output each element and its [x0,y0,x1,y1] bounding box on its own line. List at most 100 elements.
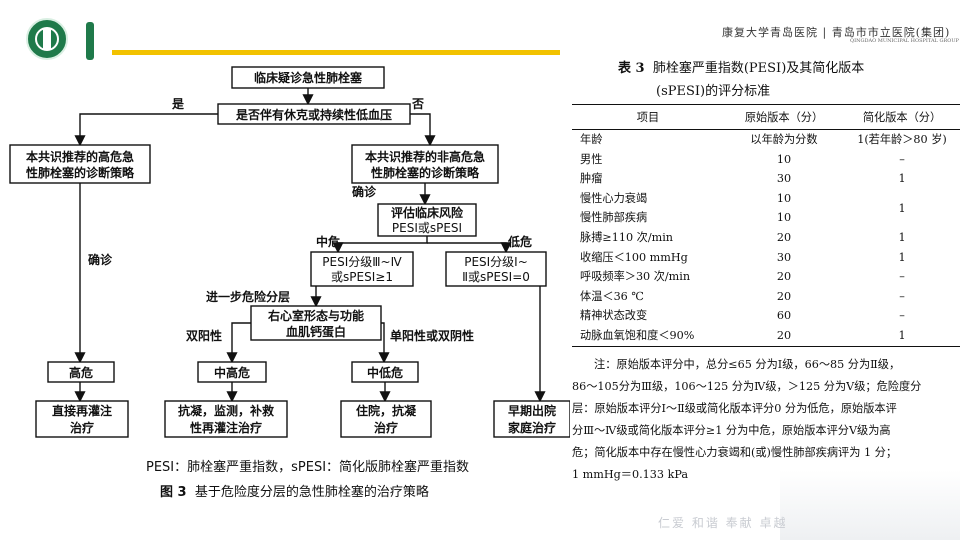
nonhigh-strategy-line2: 性肺栓塞的诊断策略 [370,165,480,180]
table-cell: 1 [898,201,906,215]
note-line: 注：原始版本评分中，总分≤65 分为Ⅰ级，66～85 分为Ⅱ级， [594,358,901,371]
mid-low-risk-label: 中低危 [367,365,403,380]
confirm-label: 确诊 [352,184,377,199]
table-row: 呼吸频率＞30 次/min 20 – [572,267,960,287]
table-header-row: 项目 原始版本（分） 简化版本（分） [572,104,960,130]
note-line: 危；简化版本中存在慢性心力衰竭和(或)慢性肺部疾病评为 1 分； [572,446,898,459]
table-cell: 60 [776,309,792,323]
table-label: 表 3 [618,61,645,76]
node-nonhigh-risk-strategy [351,144,499,184]
rv-line1: 右心室形态与功能 [267,308,364,323]
nonhigh-strategy-line1: 本共识推荐的非高危急 [365,149,485,164]
note-line: 层：原始版本评分Ⅰ～Ⅱ级或简化版本评分0 分为低危，原始版本评 [572,402,897,415]
table-cell: – [899,289,905,303]
low-risk-label: 低危 [507,234,532,249]
treat-mid-low-line1: 住院，抗凝 [356,403,417,418]
table-row: 肿瘤 30 1 [572,169,960,189]
table-cell: 男性 [580,152,603,166]
figure-label: 图 3 [160,485,187,500]
pesi-score-table: 项目 原始版本（分） 简化版本（分） 年龄 以年龄为分数 1(若年龄＞80 岁) 男… [572,104,960,347]
double-positive-label: 双阳性 [186,328,222,343]
treat-low-line2: 家庭治疗 [508,420,556,435]
treat-mid-high-line2: 性再灌注治疗 [189,420,262,435]
table-cell: 1 [898,172,906,186]
mid-risk-label: 中危 [316,234,340,249]
eval-line1: 评估临床风险 [391,205,464,220]
pesi-low-line1: PESI分级Ⅰ~ [464,255,528,269]
node-treat-high [35,400,129,438]
table-cell: 呼吸频率＞30 次/min [580,270,691,284]
note-line: 86～105分为Ⅲ级，106～125 分为Ⅳ级，＞125 分为Ⅴ级；危险度分 [572,380,922,393]
header-yellow-rule [112,50,560,55]
hospital-subtitle: QINGDAO MUNICIPAL HOSPITAL GROUP [850,38,959,44]
pesi-low-line2: Ⅱ或sPESI=0 [462,270,530,284]
table-cell: 动脉血氧饱和度＜90% [572,325,724,347]
table-cell: 脉搏≥110 次/min [580,230,674,244]
treat-high-line2: 治疗 [70,420,94,435]
table-cell: 以年龄为分数 [750,133,818,146]
table-cell: 肿瘤 [580,172,603,186]
building-watermark [780,470,960,540]
table-title-line2: (sPESI)的评分标准 [656,84,771,99]
high-strategy-line2: 性肺栓塞的诊断策略 [25,165,135,180]
figure-caption: 图 3 基于危险度分层的急性肺栓塞的治疗策略 [160,481,429,500]
branch-yes-label: 是 [171,97,185,111]
table-cell: 20 [724,325,844,347]
table-cell: 10 [776,152,792,166]
table-row: 年龄 以年龄为分数 1(若年龄＞80 岁) [572,130,960,150]
table-cell: 年龄 [580,133,603,146]
high-risk-label: 高危 [69,365,93,380]
node-start-label: 临床疑诊急性肺栓塞 [254,70,363,85]
eval-line2: PESI或sPESI [392,221,462,235]
node-evaluate-risk [377,203,477,237]
confirm-left-label: 确诊 [88,252,113,267]
treat-low-line1: 早期出院 [508,403,556,418]
table-cell: 30 [776,172,792,186]
table-row: 慢性心力衰竭 10 1 [572,189,960,215]
table-cell: 20 [776,289,792,303]
abbreviation-caption: PESI：肺栓塞严重指数，sPESI：简化版肺栓塞严重指数 [146,460,470,475]
further-stratify-label: 进一步危险分层 [206,289,290,304]
table-cell: – [899,152,905,166]
column-header: 项目 [572,104,724,130]
treatment-flowchart: 临床疑诊急性肺栓塞 是否伴有休克或持续性低血压 是 否 本共识推荐的高危急 性肺… [9,66,570,438]
single-positive-label: 单阳性或双阴性 [390,328,474,343]
column-header: 简化版本（分） [844,104,960,130]
table-cell: 慢性肺部疾病 [580,211,648,225]
node-treat-mid-high [164,400,288,438]
node-pesi-mid [310,251,414,287]
table-cell: 10 [776,191,792,205]
figure-title: 基于危险度分层的急性肺栓塞的治疗策略 [194,485,429,500]
table-cell: 10 [776,211,792,225]
hospital-name: 康复大学青岛医院 | 青岛市市立医院(集团) [722,26,951,39]
pesi-mid-line2: 或sPESI≥1 [331,270,393,284]
treat-mid-high-line1: 抗凝，监测，补救 [178,403,274,418]
column-header: 原始版本（分） [724,104,844,130]
hospital-logo-icon [26,18,68,60]
table-cell: 慢性心力衰竭 [580,191,648,205]
table-cell: 20 [776,230,792,244]
table-cell: 1 [898,230,906,244]
node-pesi-low [445,251,547,287]
table-cell: 收缩压＜100 mmHg [580,250,688,264]
table-cell: – [899,270,905,284]
table-cell: 体温＜36 ℃ [580,289,644,303]
table-cell: 1(若年龄＞80 岁) [857,133,947,146]
table-cell: – [899,309,905,323]
pesi-mid-line1: PESI分级Ⅲ~Ⅳ [322,255,401,269]
header-accent-bar [86,22,94,60]
table-row: 脉搏≥110 次/min 20 1 [572,228,960,248]
table-row: 体温＜36 ℃ 20 – [572,287,960,307]
node-shock-question-label: 是否伴有休克或持续性低血压 [235,107,392,122]
treat-high-line1: 直接再灌注 [52,403,112,418]
high-strategy-line1: 本共识推荐的高危急 [26,149,134,164]
rv-line2: 血肌钙蛋白 [286,324,346,339]
branch-no-label: 否 [411,97,424,111]
table-title: 表 3 肺栓塞严重指数(PESI)及其简化版本 [618,57,864,76]
table-row: 男性 10 – [572,150,960,170]
table-cell: 20 [776,270,792,284]
treat-mid-low-line2: 治疗 [374,420,398,435]
